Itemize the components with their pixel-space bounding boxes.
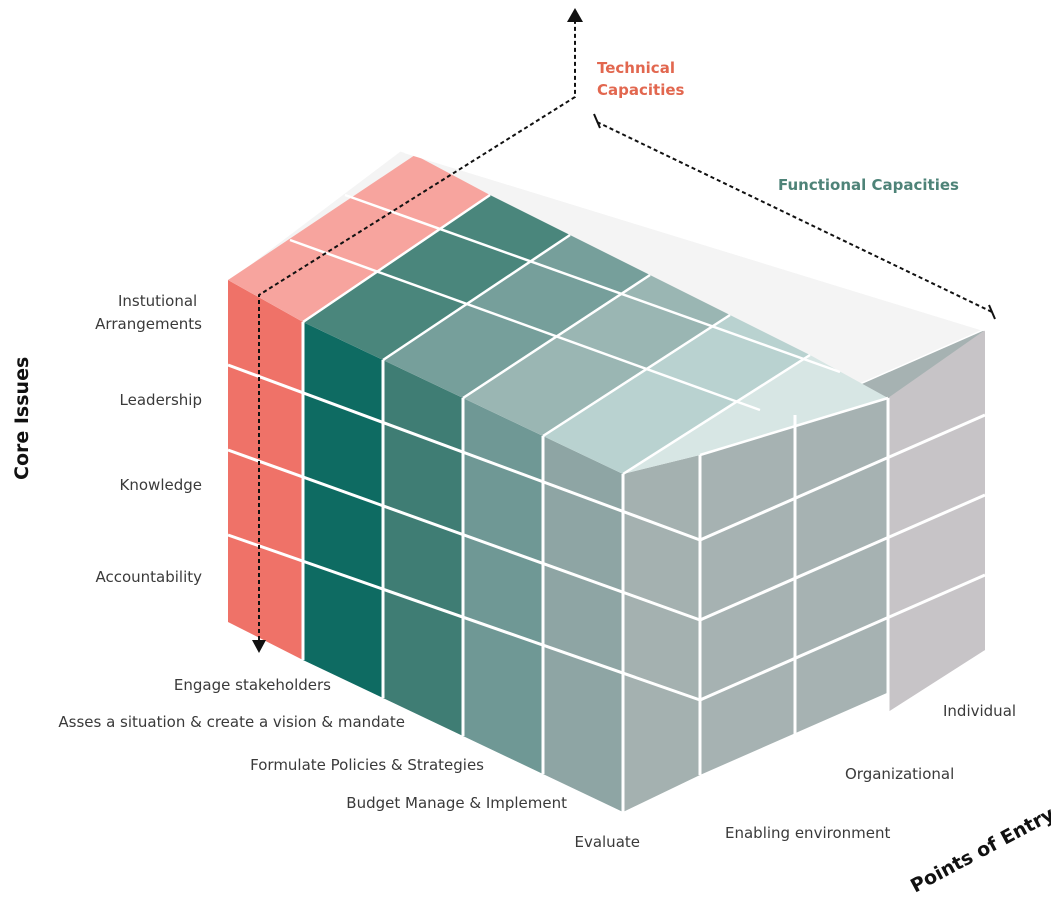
points-of-entry-label: Points of Entry [907,803,1051,898]
functional-step-label: Engage stakeholders [174,676,331,694]
top-strip-1 [303,195,570,360]
front-column-5 [623,455,700,812]
entry-point-label: Individual [943,702,1016,720]
top-grid-lines [289,150,986,476]
functional-step-label: Evaluate [574,833,640,851]
front-column-1 [303,322,383,698]
functional-axis [593,113,996,320]
front-column-3 [463,398,543,774]
arrow-up-icon [567,8,583,22]
technical-capacities-label: Technical Capacities [597,59,685,99]
core-issue-label: Leadership [120,391,202,409]
front-column-salmon [228,280,303,660]
top-strip-3 [463,275,730,436]
functional-step-label: Formulate Policies & Strategies [250,756,484,774]
top-strip-4 [543,315,810,474]
front-column-4 [543,436,623,812]
top-strip-5 [623,355,888,474]
capacity-cube [226,148,987,812]
top-strip-salmon [228,155,490,322]
arrow-down-icon [252,640,266,653]
core-issue-label: Instutional Arrangements [95,292,202,333]
functional-step-label: Budget Manage & Implement [346,794,567,812]
entry-point-label: Enabling environment [725,824,890,842]
functional-capacities-label: Functional Capacities [778,176,959,194]
front-grid-lines [227,322,702,812]
technical-axis [252,8,583,653]
entry-point-label: Organizational [845,765,954,783]
core-issue-label: Knowledge [120,476,202,494]
top-strip-2 [383,235,650,398]
functional-step-label: Asses a situation & create a vision & ma… [58,713,405,731]
core-issues-label: Core Issues [11,357,33,480]
core-issue-label: Accountability [95,568,202,586]
right-grid-lines [699,398,986,735]
front-column-2 [383,360,463,736]
